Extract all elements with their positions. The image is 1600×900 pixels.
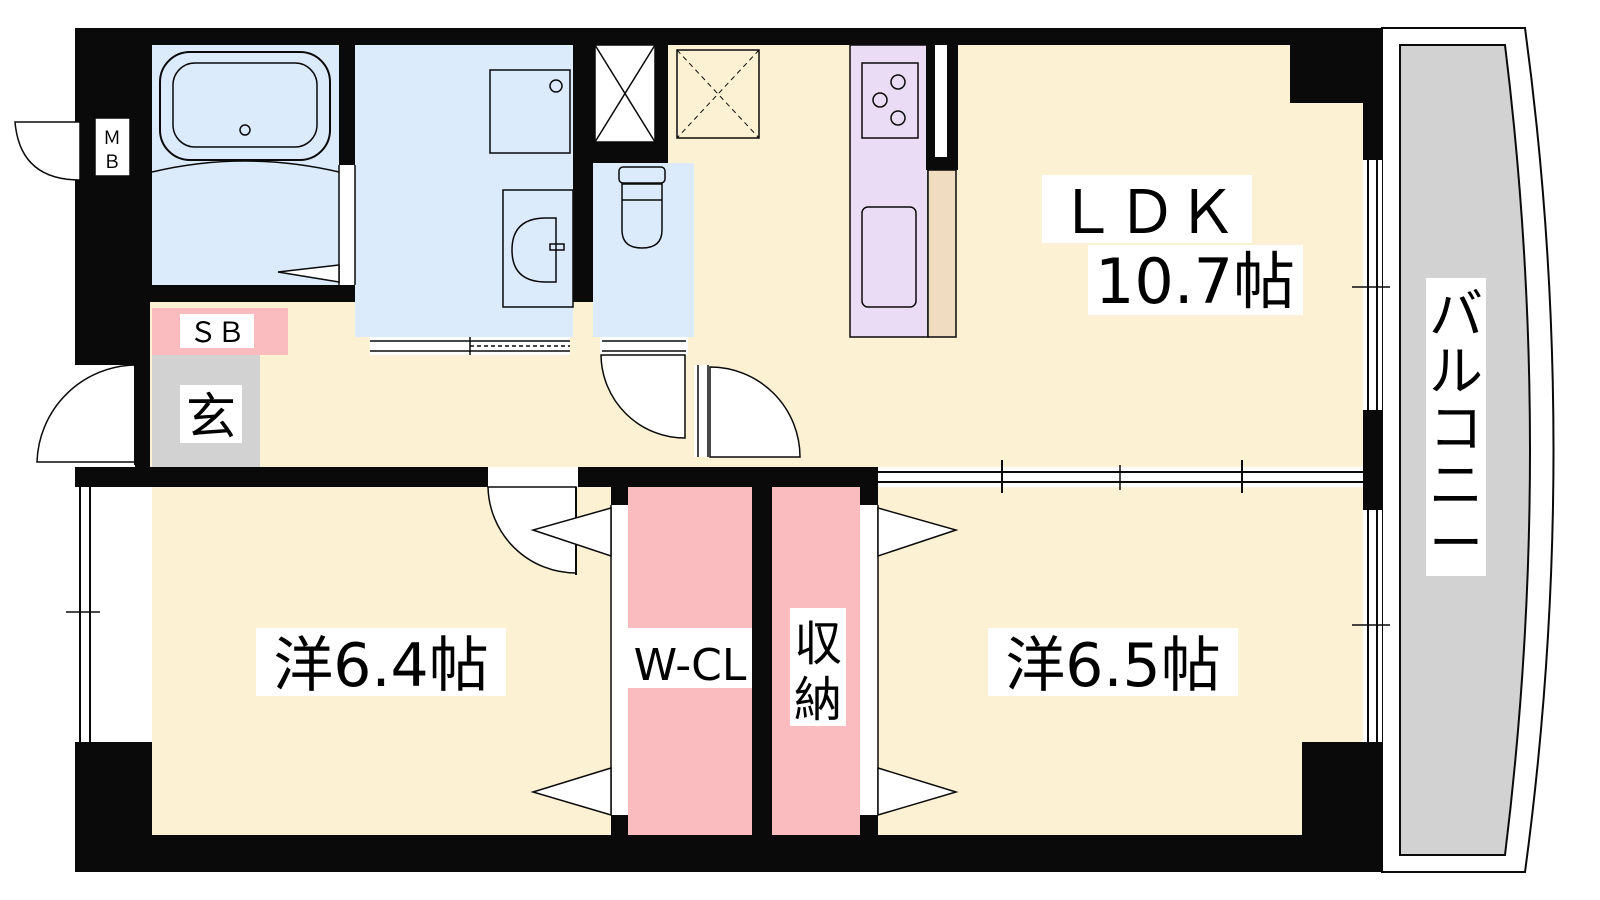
storage-shaft-dashed [676, 49, 760, 139]
entrance-door [36, 364, 142, 467]
mb-label-1: Ｍ [103, 128, 121, 149]
bottom-left-column [75, 742, 152, 872]
western-left-label: 洋6.4帖 [273, 631, 488, 701]
balcony-label: バ ル コ ニ ー [1429, 283, 1483, 575]
meter-box [14, 117, 131, 181]
bathtub [151, 51, 340, 173]
vanity-sink [502, 189, 574, 308]
storage-label-2: 納 [794, 672, 842, 728]
toilet [618, 166, 666, 249]
kitchen-sink [861, 206, 917, 308]
bath-door [277, 165, 356, 285]
western-right-label: 洋6.5帖 [1005, 631, 1220, 701]
balcony-label-2: ル [1429, 340, 1483, 403]
ldk-label: ＬＤＫ [1057, 178, 1237, 248]
ldk-door [694, 365, 801, 458]
balcony-label-4: ニ [1429, 454, 1483, 517]
storage-label-1: 収 [794, 616, 842, 672]
washing-machine [489, 69, 571, 154]
genkan-label: 玄 [186, 388, 236, 446]
ldk-corner-column [1290, 45, 1363, 103]
wcl-doors [530, 505, 628, 817]
bottom-right-column [1302, 742, 1382, 872]
wcl-label: W-CL [634, 640, 747, 691]
ldk-size-label: 10.7帖 [1095, 245, 1295, 318]
toilet-door [600, 337, 688, 439]
washroom-door [370, 337, 570, 355]
east-windows [1352, 160, 1390, 742]
sliding-partition [878, 460, 1363, 493]
sb-label: ＳＢ [189, 316, 245, 349]
mb-label-2: Ｂ [103, 152, 121, 173]
balcony-label-5: ー [1429, 512, 1483, 575]
pipe-shaft [594, 44, 656, 143]
stove [861, 62, 919, 139]
storage-doors [860, 505, 959, 817]
balcony-label-1: バ [1429, 283, 1483, 346]
balcony-label-3: コ [1429, 397, 1483, 460]
balcony [1381, 27, 1555, 873]
left-window [66, 487, 152, 742]
